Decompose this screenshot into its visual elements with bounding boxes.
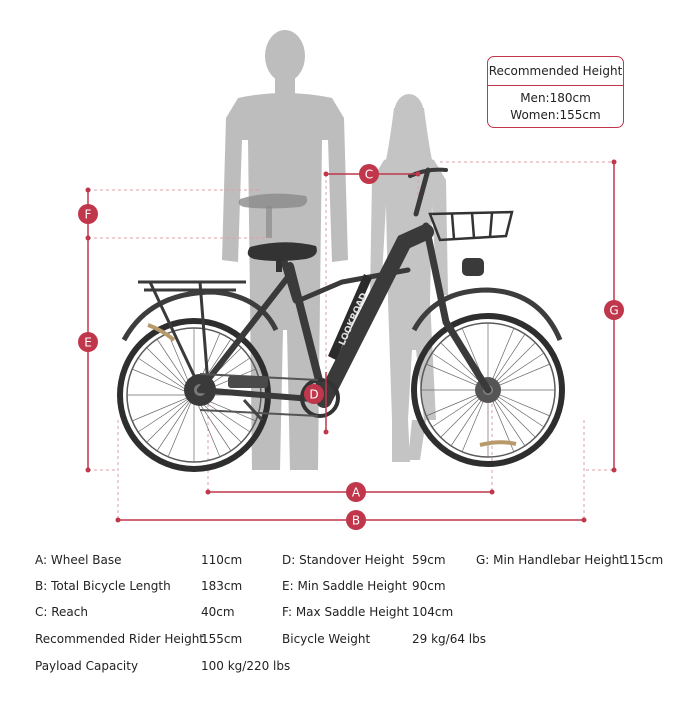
- spec-value: 29 kg/64 lbs: [412, 632, 486, 646]
- recommended-height-women: Women:155cm: [510, 108, 601, 122]
- spec-label: A: Wheel Base: [35, 553, 122, 567]
- marker-g: G: [604, 300, 624, 320]
- spec-label: B: Total Bicycle Length: [35, 579, 171, 593]
- female-silhouette: [370, 94, 448, 462]
- svg-text:D: D: [309, 388, 318, 402]
- spec-value: 90cm: [412, 579, 446, 593]
- spec-value: 100 kg/220 lbs: [201, 659, 291, 673]
- svg-text:E: E: [84, 336, 92, 350]
- spec-label: D: Standover Height: [282, 553, 405, 567]
- dashed-guides: [88, 161, 614, 520]
- spec-value: 115cm: [622, 553, 664, 567]
- headlight: [462, 258, 484, 276]
- marker-d: D: [304, 384, 324, 404]
- spec-label: C: Reach: [35, 605, 88, 619]
- recommended-height-box: Recommended Height Men:180cm Women:155cm: [487, 56, 624, 128]
- marker-f: F: [78, 204, 98, 224]
- saddle: [247, 242, 317, 272]
- svg-text:C: C: [365, 168, 373, 182]
- marker-b: B: [346, 510, 366, 530]
- bike-frame: [197, 167, 492, 408]
- svg-text:A: A: [352, 486, 361, 500]
- drivetrain: [147, 323, 340, 422]
- max-saddle-ghost: [238, 193, 308, 238]
- spec-value: 59cm: [412, 553, 446, 567]
- front-basket: [428, 210, 514, 242]
- spec-value: 155cm: [201, 632, 243, 646]
- spec-label: G: Min Handlebar Height: [476, 553, 624, 567]
- svg-text:F: F: [85, 208, 92, 222]
- spec-label: Recommended Rider Height: [35, 632, 205, 646]
- spec-value: 183cm: [201, 579, 243, 593]
- marker-a: A: [346, 482, 366, 502]
- spec-label: E: Min Saddle Height: [282, 579, 407, 593]
- recommended-height-men: Men:180cm: [520, 91, 591, 105]
- spec-value: 40cm: [201, 605, 235, 619]
- spec-value: 104cm: [412, 605, 454, 619]
- rear-rack: [138, 280, 246, 385]
- recommended-height-title: Recommended Height: [488, 57, 623, 86]
- spec-value: 110cm: [201, 553, 243, 567]
- marker-e: E: [78, 332, 98, 352]
- spec-label: Bicycle Weight: [282, 632, 371, 646]
- svg-text:G: G: [609, 304, 618, 318]
- spec-label: F: Max Saddle Height: [282, 605, 409, 619]
- svg-text:B: B: [352, 514, 360, 528]
- marker-c: C: [359, 164, 379, 184]
- dimension-dots: [85, 159, 617, 523]
- spec-label: Payload Capacity: [35, 659, 139, 673]
